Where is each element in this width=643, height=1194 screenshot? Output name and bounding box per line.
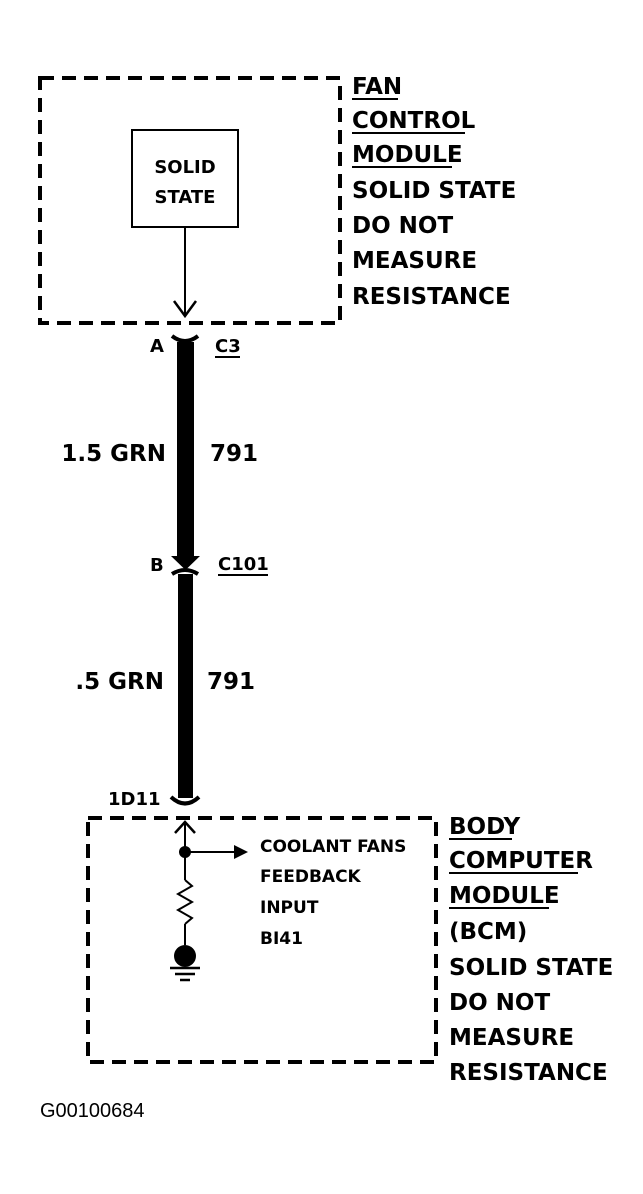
connector-c101-arrow-icon bbox=[171, 556, 200, 570]
connector-c3-icon bbox=[170, 334, 200, 343]
fan-control-module-title-line-2: CONTROL bbox=[352, 108, 476, 134]
bcm-input-line-3: INPUT bbox=[260, 898, 319, 918]
body-computer-module-box bbox=[86, 816, 438, 1064]
fan-control-module-box bbox=[38, 76, 342, 325]
bcm-ground-node bbox=[174, 945, 196, 967]
solid-state-output-arrow-icon bbox=[172, 300, 198, 319]
wire-2-size-color: .5 GRN bbox=[75, 669, 164, 695]
solid-state-box bbox=[131, 129, 239, 228]
bcm-input-line-1: COOLANT FANS bbox=[260, 837, 406, 857]
fan-control-module-title-line-3: MODULE bbox=[352, 142, 463, 168]
fan-control-module-note-line-2: DO NOT bbox=[352, 213, 453, 239]
bcm-feedback-arrow-icon bbox=[234, 845, 248, 859]
wire-1-size-color: 1.5 GRN bbox=[61, 441, 166, 467]
body-computer-module-note-line-5: RESISTANCE bbox=[449, 1060, 608, 1086]
wire-2-circuit: 791 bbox=[207, 669, 255, 695]
fan-control-module-note-line-1: SOLID STATE bbox=[352, 178, 516, 204]
fan-control-module-note-line-4: RESISTANCE bbox=[352, 284, 511, 310]
body-computer-module-title-line-1: BODY bbox=[449, 814, 521, 840]
connector-1d11-icon bbox=[169, 795, 201, 806]
connector-1d11-pin: 1D11 bbox=[108, 789, 161, 810]
bcm-resistor-icon bbox=[175, 879, 195, 925]
figure-code: G00100684 bbox=[40, 1100, 145, 1122]
connector-c101-icon bbox=[170, 568, 200, 576]
wire-segment-2 bbox=[178, 574, 193, 798]
bcm-input-line-4: BI41 bbox=[260, 929, 303, 949]
connector-c3-pin: A bbox=[150, 336, 164, 357]
wire-segment-1 bbox=[177, 342, 194, 560]
body-computer-module-note-line-1: (BCM) bbox=[449, 919, 527, 945]
bcm-input-line-2: FEEDBACK bbox=[260, 867, 362, 887]
body-computer-module-note-line-4: MEASURE bbox=[449, 1025, 574, 1051]
connector-c101-pin: B bbox=[150, 555, 164, 576]
connector-c3-label: C3 bbox=[215, 336, 241, 357]
fan-control-module-note-line-3: MEASURE bbox=[352, 248, 477, 274]
solid-state-box-line-2: STATE bbox=[155, 187, 216, 208]
body-computer-module-note-line-2: SOLID STATE bbox=[449, 955, 613, 981]
connector-c101-label: C101 bbox=[218, 554, 269, 575]
wire-1-circuit: 791 bbox=[210, 441, 258, 467]
fan-control-module-title-line-1: FAN bbox=[352, 74, 402, 100]
body-computer-module-note-line-3: DO NOT bbox=[449, 990, 550, 1016]
body-computer-module-title-line-3: MODULE bbox=[449, 883, 560, 909]
body-computer-module-title-line-2: COMPUTER bbox=[449, 848, 593, 874]
solid-state-box-line-1: SOLID bbox=[154, 157, 215, 178]
